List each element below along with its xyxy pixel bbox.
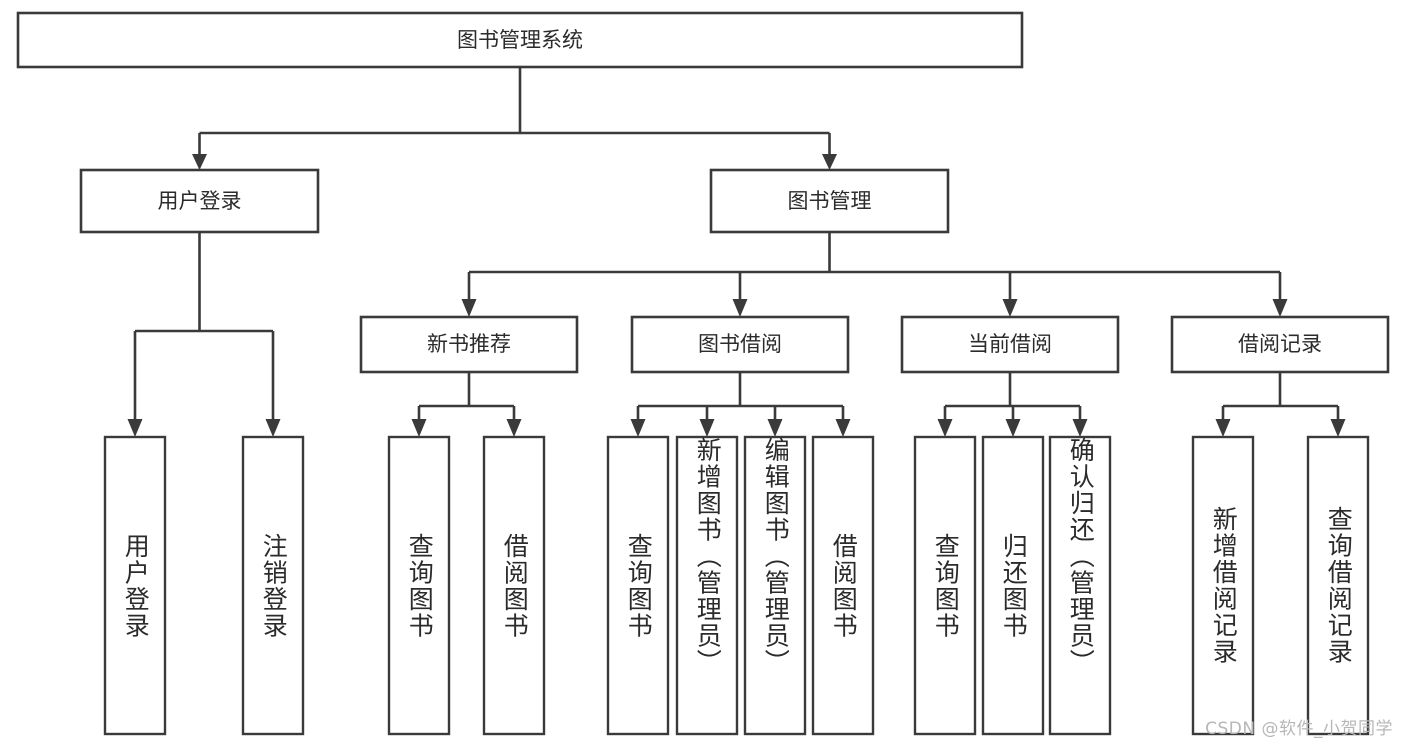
- leaf-box-rec-query[interactable]: [387, 435, 451, 736]
- arrow-to-leaf-cur-query: [937, 419, 953, 437]
- node-current-borrow-box[interactable]: [900, 315, 1120, 374]
- leaf-box-rec-add[interactable]: [1191, 435, 1255, 736]
- node-book-borrow-label: 图书借阅: [698, 332, 782, 356]
- leaf-box-borrow-edit[interactable]: [743, 435, 807, 736]
- arrow-to-leaf-borrow-add: [699, 419, 715, 437]
- leaf-box-borrow-add[interactable]: [675, 435, 739, 736]
- arrow-to-book-manage: [822, 154, 837, 170]
- node-book-manage-label: 图书管理: [788, 189, 872, 213]
- arrow-to-leaf-rec-borrow: [506, 419, 522, 437]
- leaf-box-rec-search[interactable]: [1306, 435, 1370, 736]
- node-root[interactable]: 图书管理系统: [16, 11, 1024, 69]
- node-current-borrow[interactable]: 当前借阅: [900, 315, 1120, 374]
- leaf-box-cur-return[interactable]: [981, 435, 1045, 736]
- arrow-to-leaf-user-logout: [265, 419, 281, 437]
- arrow-to-borrow-record: [1272, 299, 1288, 317]
- leaf-box-cur-confirm[interactable]: [1048, 435, 1112, 736]
- leaf-box-cur-query[interactable]: [913, 435, 977, 736]
- node-user-login[interactable]: 用户登录: [79, 168, 320, 234]
- node-new-book-rec[interactable]: 新书推荐: [359, 315, 579, 374]
- node-borrow-record-label: 借阅记录: [1238, 332, 1322, 356]
- arrow-to-leaf-user-login: [127, 419, 143, 437]
- arrow-to-leaf-borrow-edit: [767, 419, 783, 437]
- node-book-borrow-box[interactable]: [630, 315, 850, 374]
- connector-group-book-manage: [461, 232, 1288, 317]
- arrow-to-leaf-cur-confirm: [1072, 419, 1088, 437]
- node-root-box[interactable]: [16, 11, 1024, 69]
- arrow-to-current-borrow: [1002, 299, 1018, 317]
- node-new-book-rec-label: 新书推荐: [427, 332, 511, 356]
- arrow-to-book-borrow: [732, 299, 748, 317]
- connector-group-root: [192, 67, 837, 170]
- leaf-box-borrow-lend[interactable]: [811, 435, 875, 736]
- arrow-to-leaf-borrow-query: [630, 419, 646, 437]
- leaf-box-borrow-query[interactable]: [606, 435, 670, 736]
- node-borrow-record-box[interactable]: [1170, 315, 1390, 374]
- node-current-borrow-label: 当前借阅: [968, 332, 1052, 356]
- connector-group-user-login: [127, 232, 281, 437]
- leaf-box-group: [103, 435, 1370, 736]
- connector-group-current-borrow: [937, 372, 1088, 437]
- node-book-manage-box[interactable]: [709, 168, 950, 234]
- arrow-to-user-login: [192, 154, 207, 170]
- arrow-to-leaf-borrow-lend: [835, 419, 851, 437]
- leaf-box-user-login[interactable]: [103, 435, 167, 736]
- arrow-to-leaf-rec-query: [411, 419, 427, 437]
- arrow-to-leaf-rec-add: [1215, 419, 1231, 437]
- node-user-login-label: 用户登录: [158, 189, 242, 213]
- leaf-box-rec-borrow[interactable]: [482, 435, 546, 736]
- node-new-book-rec-box[interactable]: [359, 315, 579, 374]
- node-borrow-record[interactable]: 借阅记录: [1170, 315, 1390, 374]
- arrow-to-leaf-cur-return: [1005, 419, 1021, 437]
- arrow-to-leaf-rec-search: [1330, 419, 1346, 437]
- leaf-box-user-logout[interactable]: [241, 435, 305, 736]
- node-user-login-box[interactable]: [79, 168, 320, 234]
- connector-group-borrow-record: [1215, 372, 1346, 437]
- node-book-borrow[interactable]: 图书借阅: [630, 315, 850, 374]
- node-root-label: 图书管理系统: [457, 28, 583, 52]
- arrow-to-new-book-rec: [461, 299, 477, 317]
- watermark-text: CSDN @软件_小贺同学: [1205, 719, 1393, 739]
- node-book-manage[interactable]: 图书管理: [709, 168, 950, 234]
- connector-group-book-borrow: [630, 372, 851, 437]
- connector-group-new-book-rec: [411, 372, 522, 437]
